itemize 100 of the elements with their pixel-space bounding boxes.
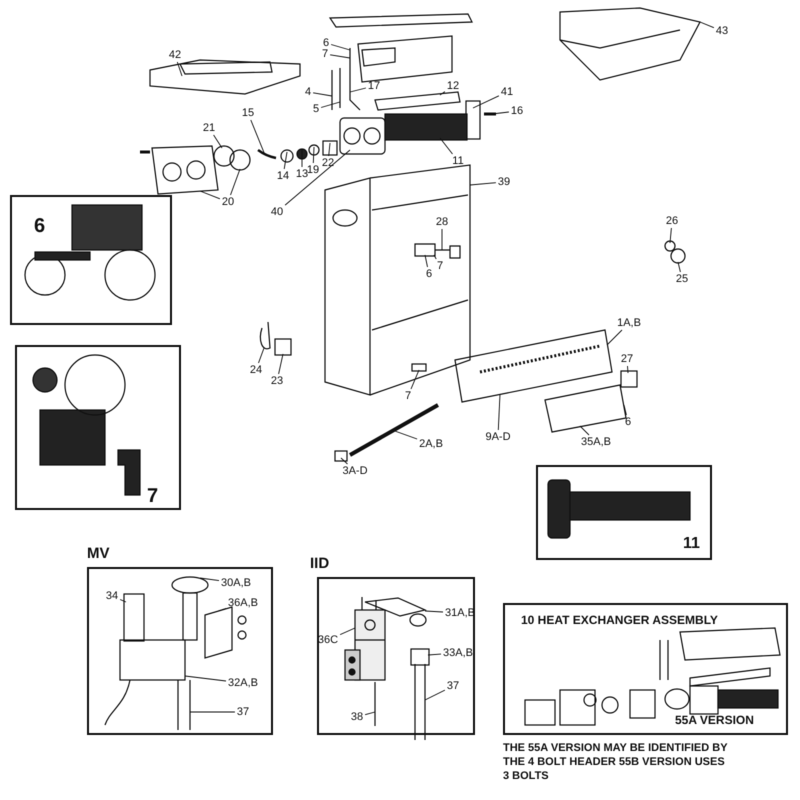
bolt-drawing (482, 110, 498, 118)
control-knob-drawing (170, 575, 210, 642)
leader-line (424, 690, 446, 700)
callout-number: 40 (270, 206, 284, 218)
leader-line (320, 102, 340, 108)
inset-panel (15, 345, 181, 510)
leader-line (330, 44, 350, 50)
heat-exchanger-drawing (338, 112, 469, 156)
leader-line (340, 458, 348, 464)
callout-number: 34 (104, 590, 120, 602)
washer-drawing (280, 149, 294, 163)
callout-number: 7 (404, 390, 412, 402)
igniter-drawing (343, 594, 387, 682)
version-label: 55A VERSION (675, 713, 754, 727)
callout-number: 4 (304, 86, 312, 98)
bracket-drawing (620, 370, 638, 388)
section-heading: MV (87, 545, 110, 562)
callout-number: 7 (436, 260, 444, 272)
hook-drawing (257, 320, 272, 352)
inset-panel (536, 465, 712, 560)
callout-number: 13 (294, 168, 310, 180)
baffle-drawing (373, 90, 462, 112)
header-plate-drawing (138, 144, 220, 196)
leader-line (678, 262, 681, 272)
leader-line (627, 366, 628, 374)
inset-number: 6 (34, 215, 46, 238)
o-ring-drawing (308, 144, 320, 156)
callout-number: 1A,B (616, 317, 642, 329)
callout-number: 5 (312, 103, 320, 115)
callout-number: 21 (202, 122, 216, 134)
callout-number: 7 (320, 48, 330, 60)
burner-tray-drawing (453, 328, 614, 404)
callout-number: 41 (500, 86, 514, 98)
section-heading: IID (310, 555, 330, 572)
leader-line (250, 120, 266, 156)
knob-drawing (670, 248, 686, 264)
leader-line (364, 712, 376, 716)
callout-number: 37 (446, 680, 460, 692)
fitting-drawing (410, 648, 430, 666)
pilot-tube-drawing (176, 680, 192, 732)
callout-number: 6 (322, 37, 330, 49)
leader-line (230, 168, 240, 196)
igniter-lead-drawing (372, 680, 378, 728)
callout-number: 27 (620, 353, 634, 365)
callout-number: 36A,B (227, 597, 259, 609)
callout-number: 42 (168, 49, 182, 61)
leader-line (200, 578, 220, 582)
callout-number: 15 (240, 107, 256, 119)
callout-number: 6 (624, 416, 632, 428)
leader-line (434, 254, 437, 260)
leader-line (410, 370, 420, 390)
leader-line (312, 92, 332, 96)
leader-line (424, 254, 428, 268)
burner-cover-drawing (148, 58, 302, 96)
drain-fitting-drawing (274, 338, 292, 356)
leader-line (670, 228, 672, 244)
leader-line (428, 654, 442, 656)
gasket-ring-drawing (229, 149, 251, 171)
leader-line (328, 142, 330, 156)
section-heading: 10 HEAT EXCHANGER ASSEMBLY (521, 613, 718, 627)
callout-number: 11 (451, 155, 465, 167)
leader-line (284, 152, 288, 170)
leader-line (278, 354, 284, 374)
leader-line (330, 54, 350, 58)
gas-valve-drawing (103, 638, 187, 727)
callout-number: 6 (424, 268, 434, 280)
pilot-tube-drawing (413, 664, 427, 742)
leader-line (176, 62, 182, 76)
callout-number: 12 (446, 80, 460, 92)
leader-line (472, 95, 500, 108)
callout-number: 2A,B (418, 438, 444, 450)
leader-line (492, 112, 510, 114)
callout-number: 32A,B (227, 677, 259, 689)
leader-line (424, 610, 444, 612)
leader-line (498, 394, 500, 430)
callout-number: 3A-D (341, 465, 369, 477)
pilot-hood-drawing (363, 596, 429, 628)
wire-drawing (256, 148, 278, 160)
inset-panel (10, 195, 172, 325)
gasket-drawing (322, 140, 338, 156)
inset-number: 11 (683, 535, 700, 553)
callout-number: 26 (664, 215, 680, 227)
assembly-panel (503, 603, 788, 735)
leader-line (606, 330, 622, 346)
flue-hood-drawing (558, 6, 702, 82)
leader-line (184, 676, 226, 682)
leader-line (213, 134, 222, 148)
leader-line (120, 599, 126, 602)
callout-number: 36C (316, 634, 340, 646)
callout-number: 17 (366, 80, 382, 92)
orifice-drawing (334, 450, 348, 462)
leader-line (312, 146, 314, 164)
callout-number: 14 (276, 170, 290, 182)
callout-number: 35A,B (580, 436, 612, 448)
leader-line (440, 91, 446, 96)
callout-number: 16 (510, 105, 524, 117)
leader-line (340, 628, 356, 636)
nut-drawing (295, 147, 309, 161)
callout-number: 39 (496, 176, 512, 188)
note-text: THE 55A VERSION MAY BE IDENTIFIED BY THE 4 BOLT HEADER 55B VERSION USES 3 BOLTS (503, 741, 728, 783)
